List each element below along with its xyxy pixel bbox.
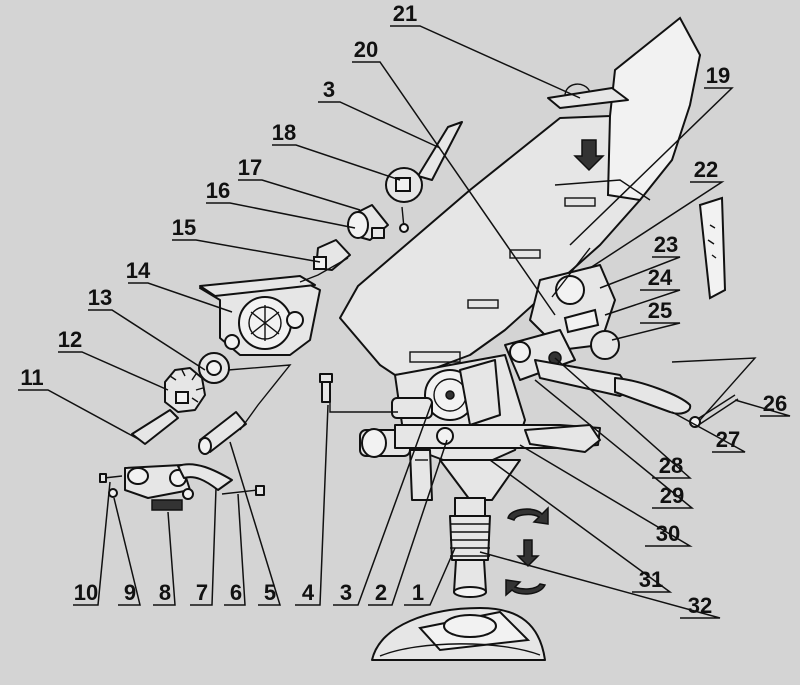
- bushing-18: [385, 167, 423, 203]
- label-2: 2: [375, 580, 387, 605]
- label-13: 13: [88, 285, 112, 310]
- label-30: 30: [656, 521, 680, 546]
- label-24: 24: [648, 265, 673, 290]
- assembly-lines: [227, 257, 398, 431]
- callout-labels: 10 9 8 7 6 5 4 3 2 1 11 12 13 14 15 16 1…: [20, 1, 787, 618]
- label-25: 25: [648, 298, 672, 323]
- label-6: 6: [230, 580, 242, 605]
- label-19: 19: [706, 63, 730, 88]
- label-26: 26: [763, 391, 787, 416]
- label-12: 12: [58, 327, 82, 352]
- label-3-top: 3: [323, 77, 335, 102]
- bracket-7-8: [124, 463, 233, 511]
- label-10: 10: [74, 580, 98, 605]
- label-27: 27: [716, 427, 740, 452]
- housing-14: [199, 275, 321, 356]
- label-5: 5: [264, 580, 276, 605]
- bolt-6: [221, 485, 265, 496]
- label-7: 7: [196, 580, 208, 605]
- lid-latch: [547, 83, 629, 109]
- label-9: 9: [124, 580, 136, 605]
- bolt-4: [319, 373, 333, 403]
- screw-10: [99, 473, 123, 483]
- label-22: 22: [694, 157, 718, 182]
- label-29: 29: [660, 483, 684, 508]
- outlet-funnel: [439, 459, 521, 598]
- label-32: 32: [688, 593, 712, 618]
- cotter-pin: [671, 357, 757, 428]
- rod-5: [198, 411, 247, 455]
- label-11: 11: [20, 365, 43, 390]
- label-18: 18: [272, 120, 296, 145]
- hopper-body: [339, 16, 702, 376]
- screw-small: [399, 206, 409, 233]
- part-22-plate: [698, 196, 727, 300]
- label-21: 21: [393, 1, 417, 26]
- label-28: 28: [659, 453, 683, 478]
- label-16: 16: [206, 178, 230, 203]
- label-20: 20: [354, 37, 378, 62]
- leader-lines: [18, 25, 791, 619]
- label-31: 31: [639, 567, 663, 592]
- gear-12: [164, 367, 206, 413]
- coupling-17: [347, 204, 389, 241]
- label-8: 8: [159, 580, 171, 605]
- shaft-3: [417, 121, 463, 181]
- rotation-arrows: [505, 506, 549, 597]
- ring-13: [198, 352, 230, 384]
- side-shaft: [359, 397, 433, 458]
- label-4: 4: [302, 580, 315, 605]
- metering-mechanism: [504, 247, 692, 415]
- label-23: 23: [654, 232, 678, 257]
- label-1: 1: [412, 580, 424, 605]
- base-plate: [371, 607, 546, 661]
- label-17: 17: [238, 155, 262, 180]
- sleeve-15: [313, 239, 351, 271]
- label-14: 14: [126, 258, 151, 283]
- key-11: [131, 409, 179, 445]
- label-3-bottom: 3: [340, 580, 352, 605]
- label-15: 15: [172, 215, 196, 240]
- washer-9: [108, 488, 118, 498]
